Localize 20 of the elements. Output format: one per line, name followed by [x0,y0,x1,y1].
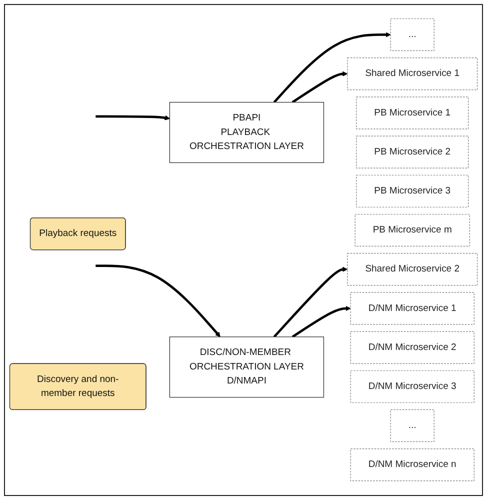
node-box: PBAPI PLAYBACK ORCHESTRATION LAYER [169,102,324,164]
node-box: Shared Microservice 2 [347,253,478,286]
node-box: D/NM Microservice n [350,448,474,482]
node-box: PB Microservice 3 [356,175,469,208]
node-box: ... [390,410,434,442]
arrow [273,32,391,104]
node-box: PB Microservice 2 [356,136,469,169]
node-box: D/NM Microservice 2 [350,331,474,364]
node-box: D/NM Microservice 3 [350,370,474,404]
arrow [96,264,220,338]
node-box: PB Microservice m [354,214,470,247]
node-box: D/NM Microservice 1 [350,292,474,325]
arrow [292,306,351,338]
node-box: Shared Microservice 1 [347,58,478,90]
arrow [273,266,348,338]
arrow [96,115,170,121]
node-box: PB Microservice 1 [356,96,469,130]
arrow [292,71,348,104]
node-box: DISC/NON-MEMBER ORCHESTRATION LAYER D/NMAPI [169,336,324,398]
node-box: ... [390,18,434,52]
